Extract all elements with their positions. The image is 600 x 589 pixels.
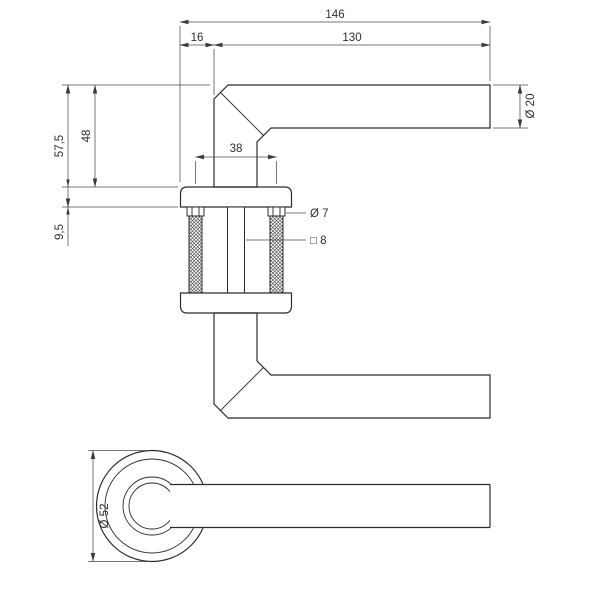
handle-outline [213, 84, 491, 188]
screw-threaded-shaft [269, 215, 284, 294]
label-screw-diameter: Ø 7 [286, 208, 329, 220]
dim-rose-diameter: Ø 52 [88, 450, 150, 562]
grip-mask [170, 483, 490, 529]
dim-label-grip-diameter: Ø 20 [525, 94, 537, 119]
dim-label-height-overall: 57,5 [54, 135, 66, 157]
spindle [227, 206, 245, 294]
dim-screw-spacing: 38 [195, 143, 277, 184]
dim-rose-height: 9,5 [54, 179, 70, 246]
handle-collar-inner-circle [128, 482, 176, 530]
handle-side-view-bottom [213, 312, 491, 419]
handle-front-view [95, 449, 491, 563]
dim-label-height-to-rose: 48 [81, 130, 93, 143]
rose-side-view-bottom [179, 292, 293, 314]
screw-threaded-shaft [188, 215, 203, 294]
dim-grip-diameter: Ø 20 [493, 84, 537, 129]
miter-seam-line [220, 92, 264, 136]
dim-label-rose-height: 9,5 [54, 224, 66, 240]
dim-height-overall: 57,5 [54, 84, 178, 208]
arrowhead [66, 207, 70, 215]
mounting-screw-left [186, 206, 205, 294]
rose-side-view-top [179, 186, 293, 208]
dim-neck-offset: 16 [179, 32, 215, 95]
dim-label-screw-diameter: Ø 7 [310, 208, 329, 220]
dim-grip-length: 130 [213, 32, 491, 48]
dim-label-spindle-size: □ 8 [310, 235, 327, 247]
handle-side-view-top [213, 84, 491, 188]
dim-label-grip-length: 130 [342, 32, 361, 44]
dim-label-rose-diameter: Ø 52 [99, 504, 111, 529]
handle-outline [213, 312, 491, 419]
screw-nut [267, 206, 286, 217]
rose-plate [179, 186, 293, 208]
dim-label-total-length: 146 [325, 9, 344, 21]
square-spindle [227, 206, 245, 294]
dim-label-screw-spacing: 38 [230, 143, 243, 155]
dim-label-neck-offset: 16 [191, 32, 204, 44]
screw-nut [186, 206, 205, 217]
label-spindle-size: □ 8 [246, 235, 327, 247]
miter-seam-line [220, 367, 264, 411]
dim-total-length: 146 [179, 9, 491, 182]
mounting-screw-right [267, 206, 286, 294]
dim-height-to-rose: 48 [62, 84, 210, 188]
arrowhead [66, 179, 70, 187]
rose-plate [179, 292, 293, 314]
